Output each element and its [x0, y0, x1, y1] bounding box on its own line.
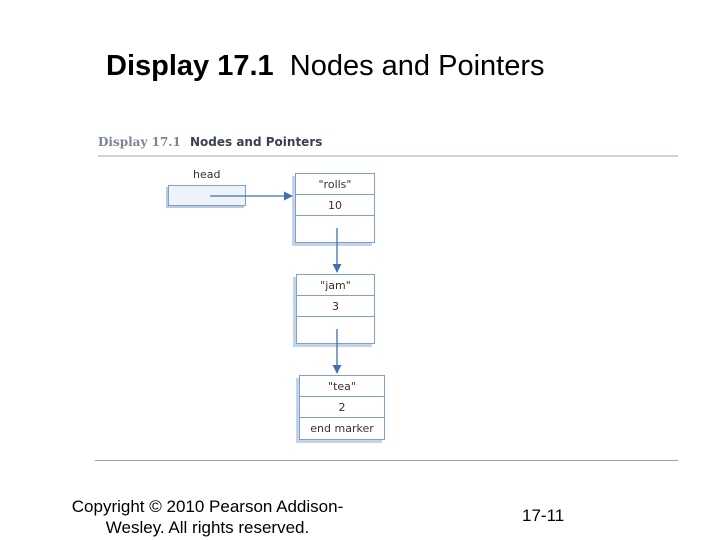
- head-pointer-label: head: [193, 168, 221, 181]
- figure-bottom-rule: [95, 460, 678, 461]
- node-tea: "tea" 2 end marker: [299, 375, 385, 440]
- node-count-cell: 2: [300, 397, 384, 418]
- node-item-cell: "tea": [300, 376, 384, 397]
- node-count-cell: 10: [296, 195, 374, 216]
- figure-label: Display 17.1: [98, 135, 181, 149]
- node-rolls: "rolls" 10: [295, 173, 375, 243]
- figure-caption: Nodes and Pointers: [190, 135, 323, 149]
- node-count-cell: 3: [297, 296, 374, 317]
- slide-title-bold: Display 17.1: [106, 50, 274, 82]
- page-number: 17-11: [522, 506, 565, 525]
- copyright-notice: Copyright © 2010 Pearson Addison- Wesley…: [55, 496, 360, 538]
- node-item-cell: "jam": [297, 275, 374, 296]
- copyright-line-2: Wesley. All rights reserved.: [105, 518, 310, 537]
- figure-header: Display 17.1 Nodes and Pointers: [98, 135, 678, 157]
- copyright-line-1: Copyright © 2010 Pearson Addison-: [71, 497, 344, 516]
- node-item-cell: "rolls": [296, 174, 374, 195]
- slide-title-rest: Nodes and Pointers: [289, 50, 545, 82]
- node-jam: "jam" 3: [296, 274, 375, 344]
- slide-title: Display 17.1 Nodes and Pointers: [106, 50, 545, 83]
- node-end-marker-cell: end marker: [310, 422, 374, 435]
